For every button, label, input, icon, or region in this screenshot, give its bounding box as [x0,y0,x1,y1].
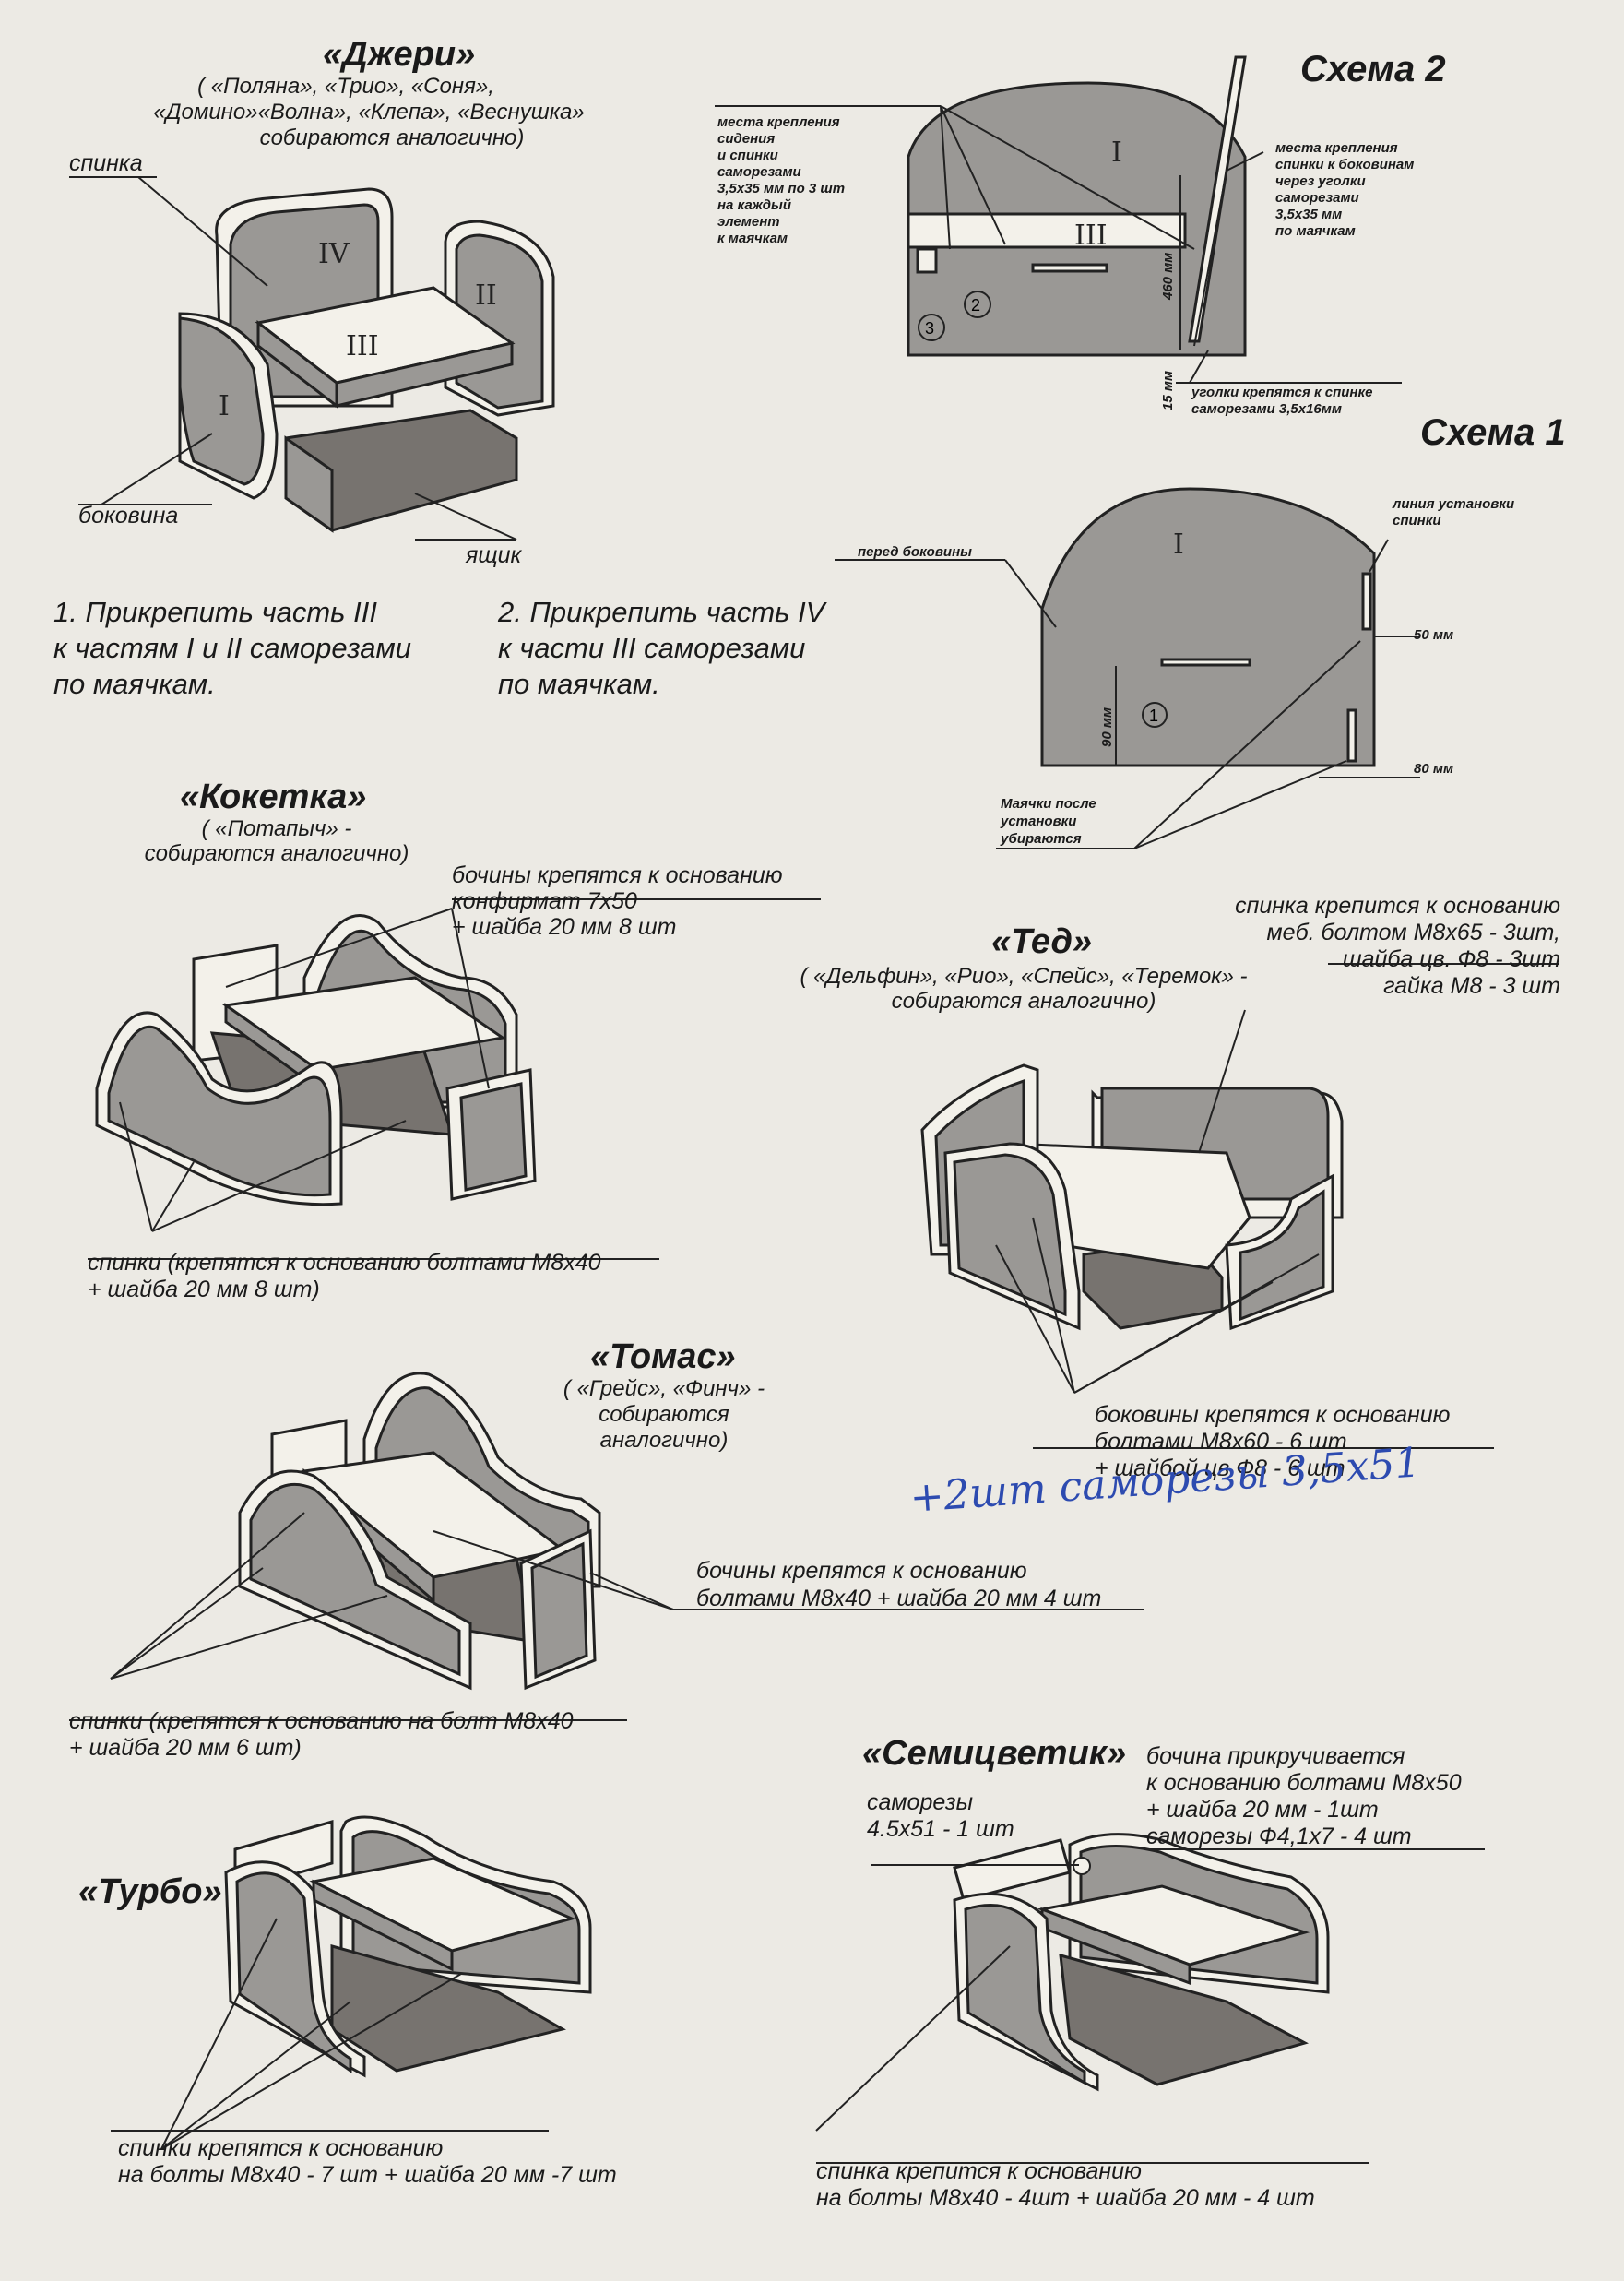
koketka-analogs-line2: собираются аналогично) [144,841,409,866]
svg-text:III: III [1074,220,1108,252]
svg-text:1: 1 [1149,707,1158,725]
semitsvetik-title: «Семицветик» [862,1734,1127,1773]
svg-text:3: 3 [925,319,934,338]
dzheri-label-drawer: ящик [466,542,522,568]
koketka-illustration [95,908,537,1232]
dzheri-step1-line3: по маячкам. [53,668,216,700]
koketka-analogs-line1: ( «Потапыч» - [201,816,352,841]
scheme1-dim-80: 80 мм [1414,761,1454,777]
koketka-note-bottom: спинки (крепятся к основанию болтами М8х… [88,1250,601,1302]
tomas-analogs-line2: собираются [599,1402,729,1427]
tomas-illustration [110,1372,674,1691]
koketka-title: «Кокетка» [180,778,367,816]
dzheri-part-iv-label: IV [318,238,350,270]
dzheri-analogs-line1: ( «Поляна», «Трио», «Соня», [197,74,494,99]
dzheri-title: «Джери» [323,35,476,74]
scheme1-title: Схема 1 [1420,412,1566,453]
tomas-note-bottom: спинки (крепятся к основанию на болт М8х… [69,1708,574,1761]
scheme1-dim-90: 90 мм [1099,707,1115,747]
tomas-title: «Томас» [590,1337,736,1376]
svg-text:I: I [1111,137,1122,169]
svg-text:2: 2 [971,296,980,315]
scheme1-note-front: перед боковины [858,544,972,560]
dzheri-illustration: IV II III I [69,176,555,541]
dzheri-part-ii-label: II [475,279,497,312]
dzheri-part-i-label: I [219,390,230,422]
scheme2-dim-15: 15 мм [1160,370,1176,410]
dzheri-step1-line1: 1. Прикрепить часть III [53,596,377,628]
ted-title: «Тед» [991,922,1093,961]
dzheri-analogs-line2: «Домино»«Волна», «Клепа», «Веснушка» [153,100,585,125]
tomas-analogs-line1: ( «Грейс», «Финч» - [563,1376,765,1401]
turbo-title: «Турбо» [78,1872,222,1911]
dzheri-label-back: спинка [69,150,143,176]
dzheri-step2-line1: 2. Прикрепить часть IV [498,596,825,628]
semitsvetik-illustration [815,1833,1485,2132]
dzheri-step2-line3: по маячкам. [498,668,660,700]
ted-analogs-line1: ( «Дельфин», «Рио», «Спейс», «Теремок» - [800,964,1248,989]
dzheri-step1-line2: к частям I и II саморезами [53,632,412,664]
dzheri-part-iii-label: III [346,330,379,362]
turbo-illustration [160,1815,592,2150]
scheme2-illustration: I III 3 2 [715,55,1402,384]
dzheri-label-side: боковина [78,503,179,529]
scheme1-illustration: I 1 [835,487,1420,849]
svg-text:I: I [1173,529,1184,561]
tomas-analogs-line3: аналогично) [599,1428,729,1453]
dzheri-step2-line2: к части III саморезами [498,632,806,664]
dzheri-analogs-line3: собираются аналогично) [259,125,525,150]
scheme2-dim-460: 460 мм [1160,252,1176,300]
scheme1-dim-50: 50 мм [1414,627,1454,643]
scheme2-title: Схема 2 [1300,49,1446,89]
ted-illustration [920,1009,1344,1394]
ted-analogs-line2: собираются аналогично) [891,989,1156,1014]
underline-rules [69,898,1559,2164]
